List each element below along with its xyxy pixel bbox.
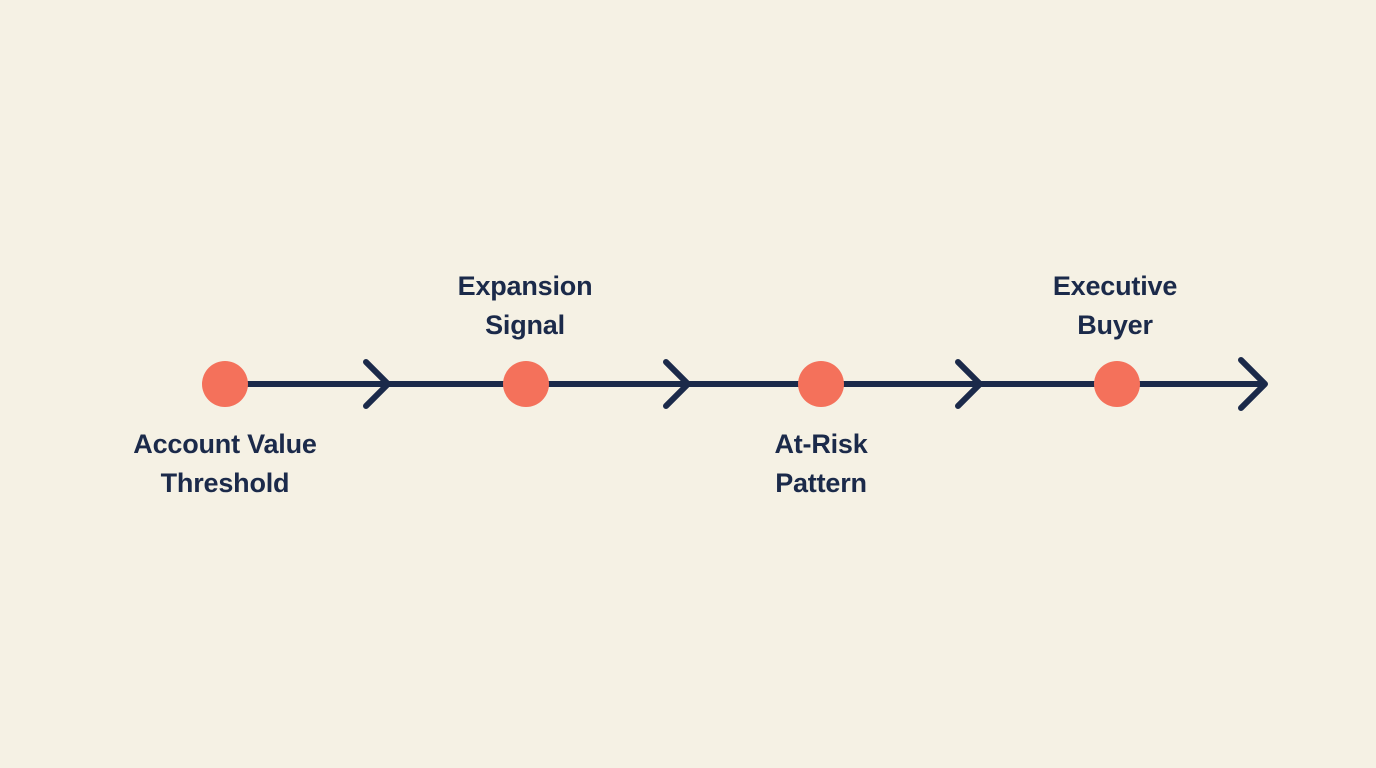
timeline-label-line: Buyer: [1077, 310, 1153, 340]
timeline-label-line: Expansion: [457, 271, 593, 301]
timeline-label-line: At-Risk: [774, 429, 868, 459]
timeline-label-line: Threshold: [160, 468, 290, 498]
timeline-label-line: Account Value: [133, 429, 317, 459]
timeline-chevron-group: [363, 357, 1268, 411]
timeline-label-line: Pattern: [775, 468, 867, 498]
timeline-node-executive-buyer[interactable]: [1094, 361, 1140, 407]
timeline-label-line: Executive: [1052, 271, 1178, 301]
chevron-2-icon: [663, 359, 691, 409]
timeline-label-line: Signal: [485, 310, 565, 340]
end-arrowhead-icon: [1238, 357, 1268, 411]
chevron-1-icon: [363, 359, 391, 409]
timeline-node-expansion-signal[interactable]: [503, 361, 549, 407]
timeline-node-group: [202, 361, 1140, 407]
timeline-node-account-value-threshold[interactable]: [202, 361, 248, 407]
timeline-node-at-risk-pattern[interactable]: [798, 361, 844, 407]
chevron-3-icon: [955, 359, 983, 409]
